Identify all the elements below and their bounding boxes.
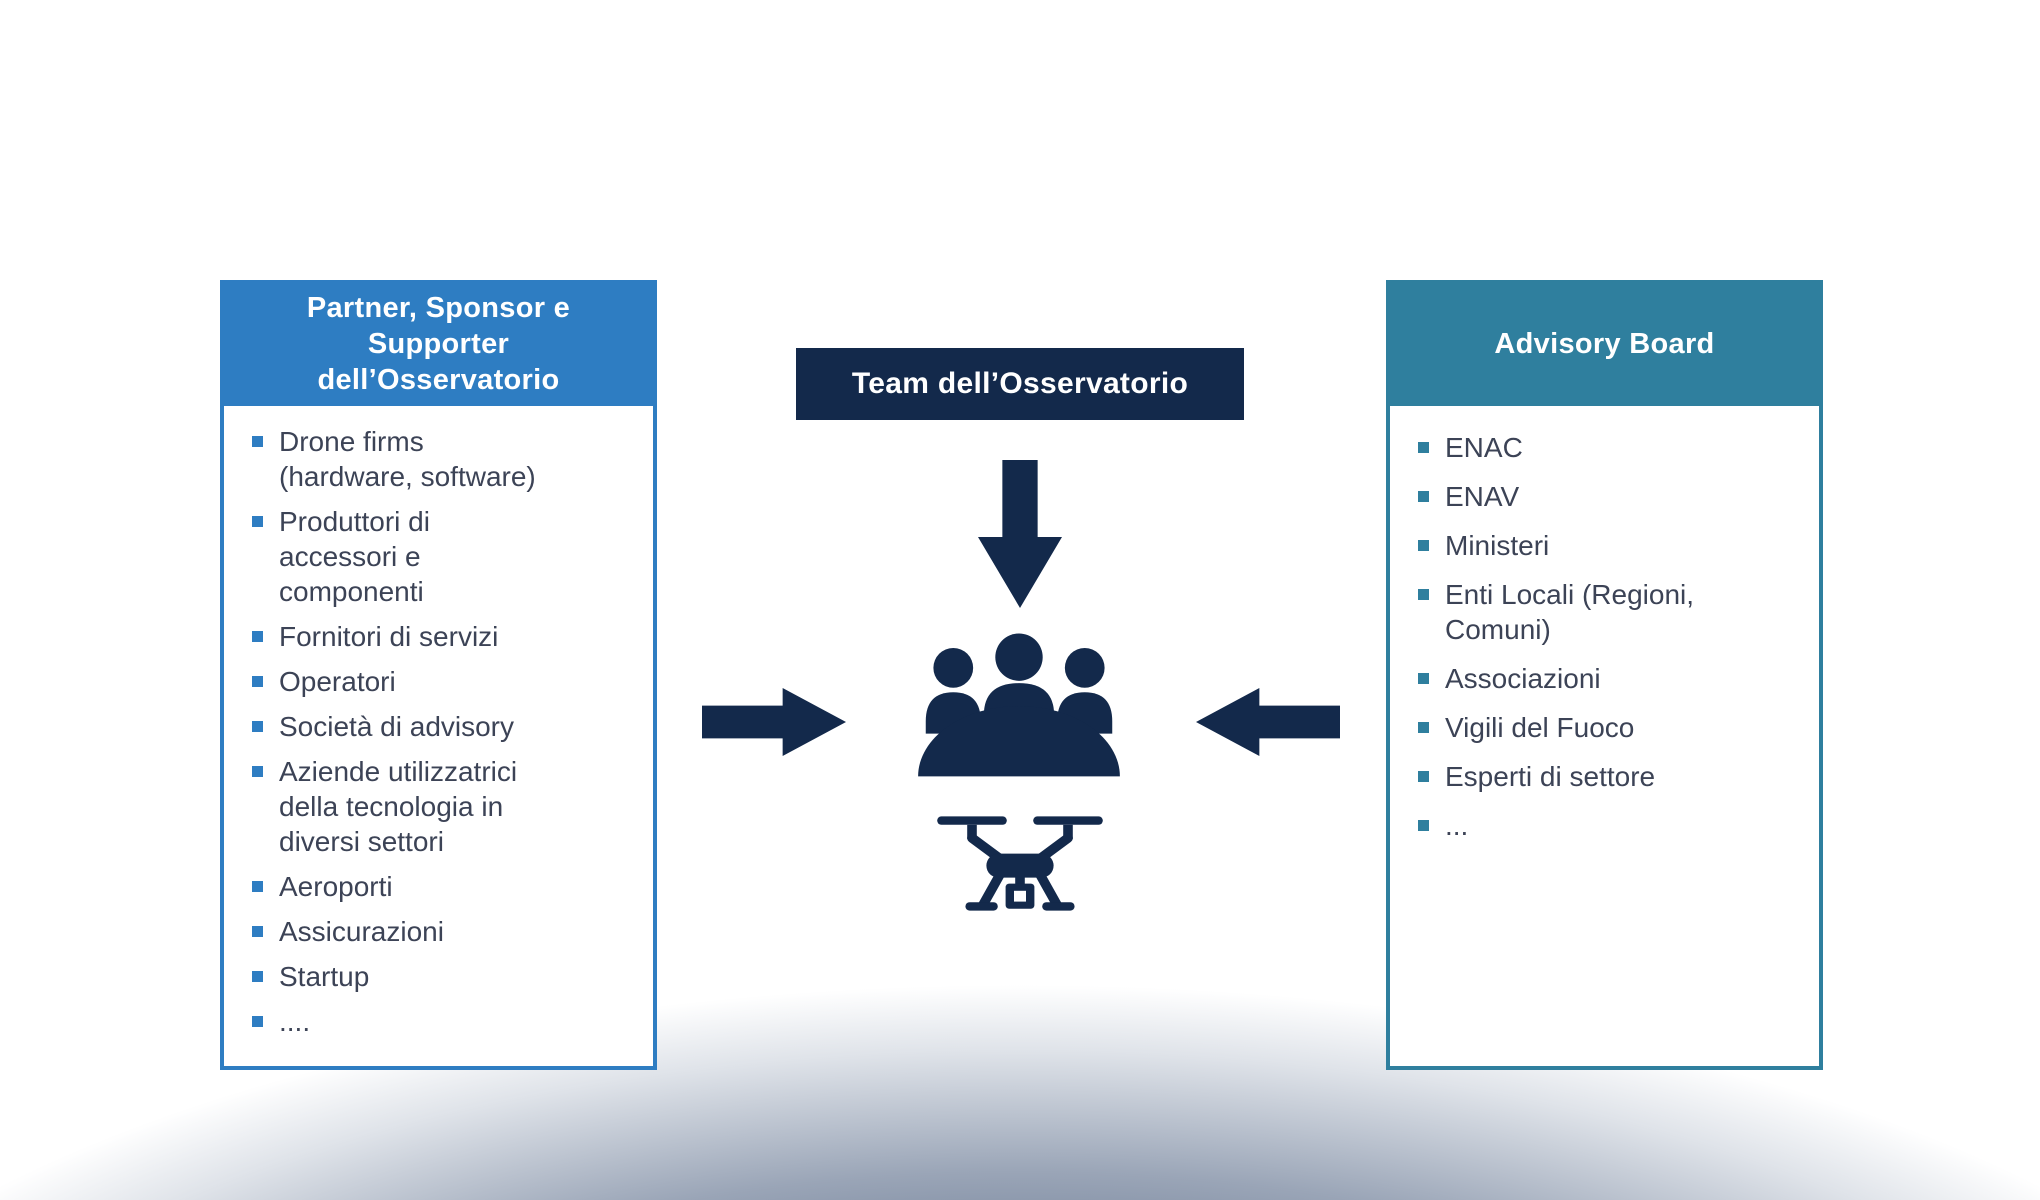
advisory-panel-title: Advisory Board	[1390, 284, 1819, 406]
advisory-list: ENAC ENAV Ministeri Enti Locali (Regioni…	[1390, 406, 1819, 1066]
list-item-text: Fornitori di servizi	[279, 621, 499, 652]
drone-icon	[930, 802, 1110, 934]
list-item-text: Startup	[279, 961, 370, 992]
list-item-text: Assicurazioni	[279, 916, 444, 947]
partners-list-item: Startup	[252, 959, 631, 994]
list-item-text: Operatori	[279, 666, 396, 697]
square-bullet-icon	[1418, 771, 1429, 782]
square-bullet-icon	[252, 631, 263, 642]
list-item-text: Enti Locali (Regioni, Comuni)	[1445, 579, 1695, 645]
team-group-icon	[912, 628, 1126, 778]
list-item-text: ...	[1445, 810, 1469, 841]
square-bullet-icon	[252, 1016, 263, 1027]
partners-list-item: Produttori di accessori e componenti	[252, 504, 631, 609]
square-bullet-icon	[252, 766, 263, 777]
partners-list-item: Fornitori di servizi	[252, 619, 631, 654]
square-bullet-icon	[252, 676, 263, 687]
square-bullet-icon	[252, 516, 263, 527]
list-item-text: Esperti di settore	[1445, 761, 1656, 792]
partners-list-item: ....	[252, 1004, 631, 1039]
list-item-text: ENAC	[1445, 432, 1523, 463]
list-item-text: Vigili del Fuoco	[1445, 712, 1635, 743]
partners-list-item: Aziende utilizzatrici della tecnologia i…	[252, 754, 631, 859]
list-item-text: Aziende utilizzatrici della tecnologia i…	[279, 756, 518, 857]
team-title-box: Team dell’Osservatorio	[796, 348, 1244, 420]
arrow-left-icon	[1196, 688, 1340, 756]
square-bullet-icon	[1418, 589, 1429, 600]
square-bullet-icon	[252, 436, 263, 447]
arrow-right-icon	[702, 688, 846, 756]
list-item-text: ENAV	[1445, 481, 1520, 512]
advisory-list-item: ENAV	[1418, 479, 1797, 514]
square-bullet-icon	[1418, 491, 1429, 502]
advisory-panel: Advisory Board ENAC ENAV Ministeri Enti …	[1386, 280, 1823, 1070]
advisory-list-item: Associazioni	[1418, 661, 1797, 696]
partners-list-item: Assicurazioni	[252, 914, 631, 949]
square-bullet-icon	[1418, 673, 1429, 684]
square-bullet-icon	[1418, 442, 1429, 453]
partners-list-item: Operatori	[252, 664, 631, 699]
square-bullet-icon	[1418, 722, 1429, 733]
advisory-list-item: Esperti di settore	[1418, 759, 1797, 794]
list-item-text: Aeroporti	[279, 871, 393, 902]
partners-list-item: Società di advisory	[252, 709, 631, 744]
list-item-text: ....	[279, 1006, 311, 1037]
partners-list-item: Aeroporti	[252, 869, 631, 904]
partners-panel-title: Partner, Sponsor e Supporter dell’Osserv…	[224, 284, 653, 406]
square-bullet-icon	[252, 721, 263, 732]
list-item-text: Ministeri	[1445, 530, 1550, 561]
list-item-text: Associazioni	[1445, 663, 1601, 694]
arrow-down-icon	[978, 460, 1062, 608]
advisory-list-item: Enti Locali (Regioni, Comuni)	[1418, 577, 1797, 647]
list-item-text: Drone firms (hardware, software)	[279, 426, 536, 492]
square-bullet-icon	[252, 881, 263, 892]
advisory-list-item: Vigili del Fuoco	[1418, 710, 1797, 745]
square-bullet-icon	[252, 926, 263, 937]
square-bullet-icon	[1418, 540, 1429, 551]
list-item-text: Produttori di accessori e componenti	[279, 506, 430, 607]
advisory-list-item: ENAC	[1418, 430, 1797, 465]
square-bullet-icon	[1418, 820, 1429, 831]
advisory-list-item: ...	[1418, 808, 1797, 843]
advisory-list-item: Ministeri	[1418, 528, 1797, 563]
partners-list: Drone firms (hardware, software) Produtt…	[224, 406, 653, 1066]
partners-panel: Partner, Sponsor e Supporter dell’Osserv…	[220, 280, 657, 1070]
partners-list-item: Drone firms (hardware, software)	[252, 424, 631, 494]
square-bullet-icon	[252, 971, 263, 982]
list-item-text: Società di advisory	[279, 711, 515, 742]
